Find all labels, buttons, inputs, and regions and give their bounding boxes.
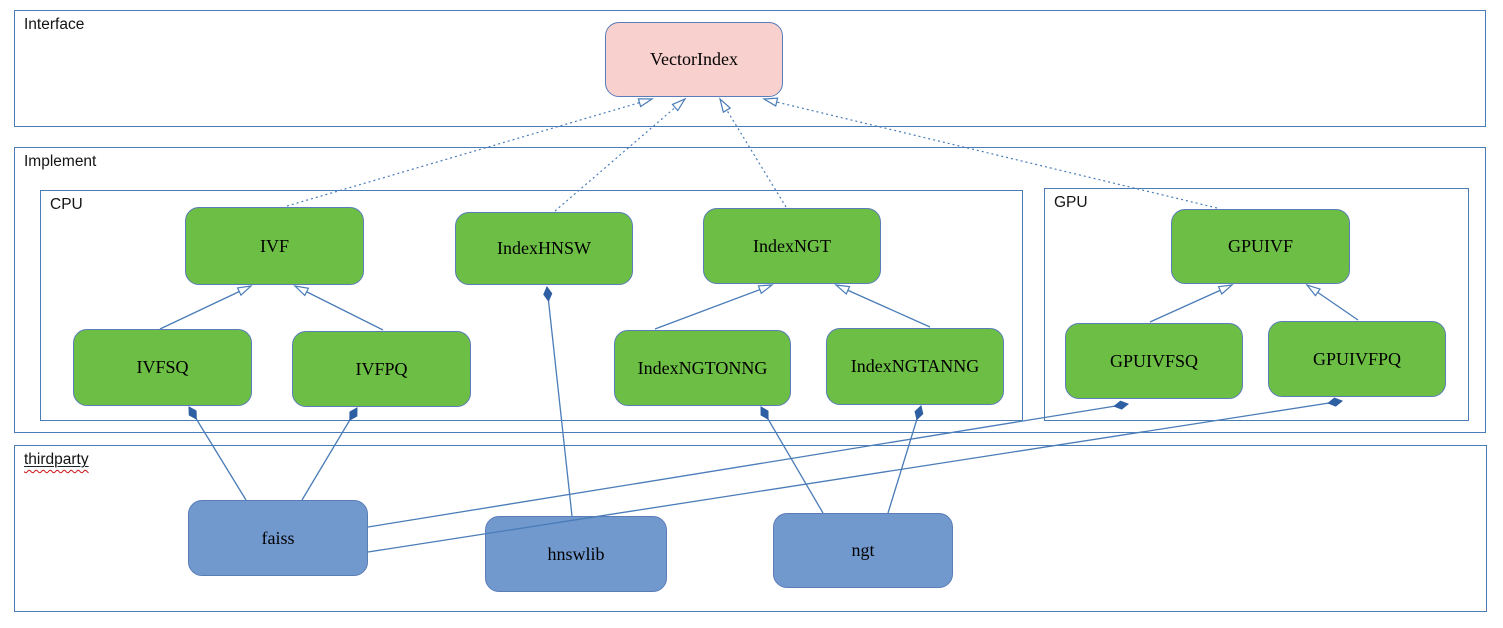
node-ivfpq[interactable]: IVFPQ xyxy=(292,331,471,407)
node-hnswlib[interactable]: hnswlib xyxy=(485,516,667,592)
node-ivf[interactable]: IVF xyxy=(185,207,364,285)
node-ngt[interactable]: ngt xyxy=(773,513,953,588)
node-ivf-label: IVF xyxy=(259,235,289,256)
node-faiss[interactable]: faiss xyxy=(188,500,368,576)
container-thirdparty-label: thirdparty xyxy=(24,451,89,469)
node-vectorindex[interactable]: VectorIndex xyxy=(605,22,783,97)
node-ngt-label: ngt xyxy=(851,540,875,560)
node-gpuivfpq-label: GPUIVFPQ xyxy=(1312,348,1402,369)
container-thirdparty-label-text: thirdparty xyxy=(24,451,89,468)
node-indexngtanng[interactable]: IndexNGTANNG xyxy=(826,328,1004,405)
container-interface-label: Interface xyxy=(24,16,85,33)
node-indexngt[interactable]: IndexNGT xyxy=(703,208,881,284)
node-gpuivf[interactable]: GPUIVF xyxy=(1171,209,1350,284)
node-indexngtonng-label: IndexNGTONNG xyxy=(637,357,768,378)
node-ivfsq[interactable]: IVFSQ xyxy=(73,329,252,406)
node-indexngtonng[interactable]: IndexNGTONNG xyxy=(614,330,791,406)
node-indexngtanng-label: IndexNGTANNG xyxy=(850,356,980,376)
node-vectorindex-label: VectorIndex xyxy=(650,49,738,69)
node-gpuivfsq[interactable]: GPUIVFSQ xyxy=(1065,323,1243,399)
node-indexhnsw-label: IndexHNSW xyxy=(497,238,591,258)
container-implement-label: Implement xyxy=(24,153,97,170)
container-gpu-label: GPU xyxy=(1054,194,1088,211)
node-indexngt-label: IndexNGT xyxy=(753,235,831,256)
node-gpuivfpq[interactable]: GPUIVFPQ xyxy=(1268,321,1446,397)
node-gpuivfsq-label: GPUIVFSQ xyxy=(1109,350,1199,371)
node-hnswlib-label: hnswlib xyxy=(547,543,605,564)
node-ivfpq-label: IVFPQ xyxy=(355,358,408,379)
node-gpuivf-label: GPUIVF xyxy=(1227,236,1293,256)
node-ivfsq-label: IVFSQ xyxy=(136,357,189,377)
node-indexhnsw[interactable]: IndexHNSW xyxy=(455,212,633,285)
container-cpu-label: CPU xyxy=(50,196,83,213)
node-faiss-label: faiss xyxy=(261,527,295,548)
